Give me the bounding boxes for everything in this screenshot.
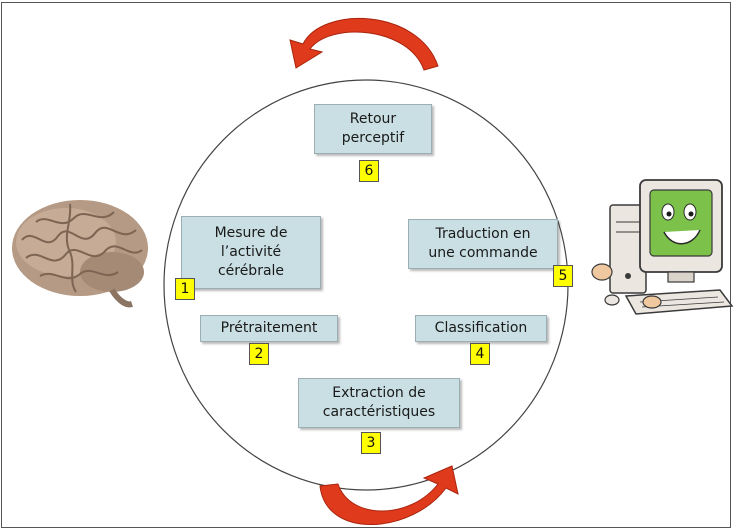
step-number-badge: 1	[175, 278, 195, 300]
step-box-mesure-activite: Mesure de l’activité cérébrale	[181, 216, 321, 289]
step-number-badge: 6	[359, 160, 379, 182]
step-box-pretraitement: Prétraitement	[200, 315, 338, 342]
step-number-badge: 2	[249, 343, 269, 365]
curved-arrow-icon	[319, 465, 459, 525]
step-number-badge: 3	[361, 432, 381, 454]
step-number-badge: 4	[470, 343, 490, 365]
curved-arrow-icon	[289, 18, 439, 71]
step-box-extraction-caracteristiques: Extraction de caractéristiques	[298, 378, 460, 428]
step-number-badge: 5	[553, 265, 573, 287]
computer-icon	[591, 179, 734, 315]
step-box-classification: Classification	[415, 315, 547, 342]
brain-icon	[12, 200, 148, 308]
step-box-traduction-commande: Traduction en une commande	[408, 219, 558, 269]
step-box-retour-perceptif: Retour perceptif	[314, 104, 432, 154]
